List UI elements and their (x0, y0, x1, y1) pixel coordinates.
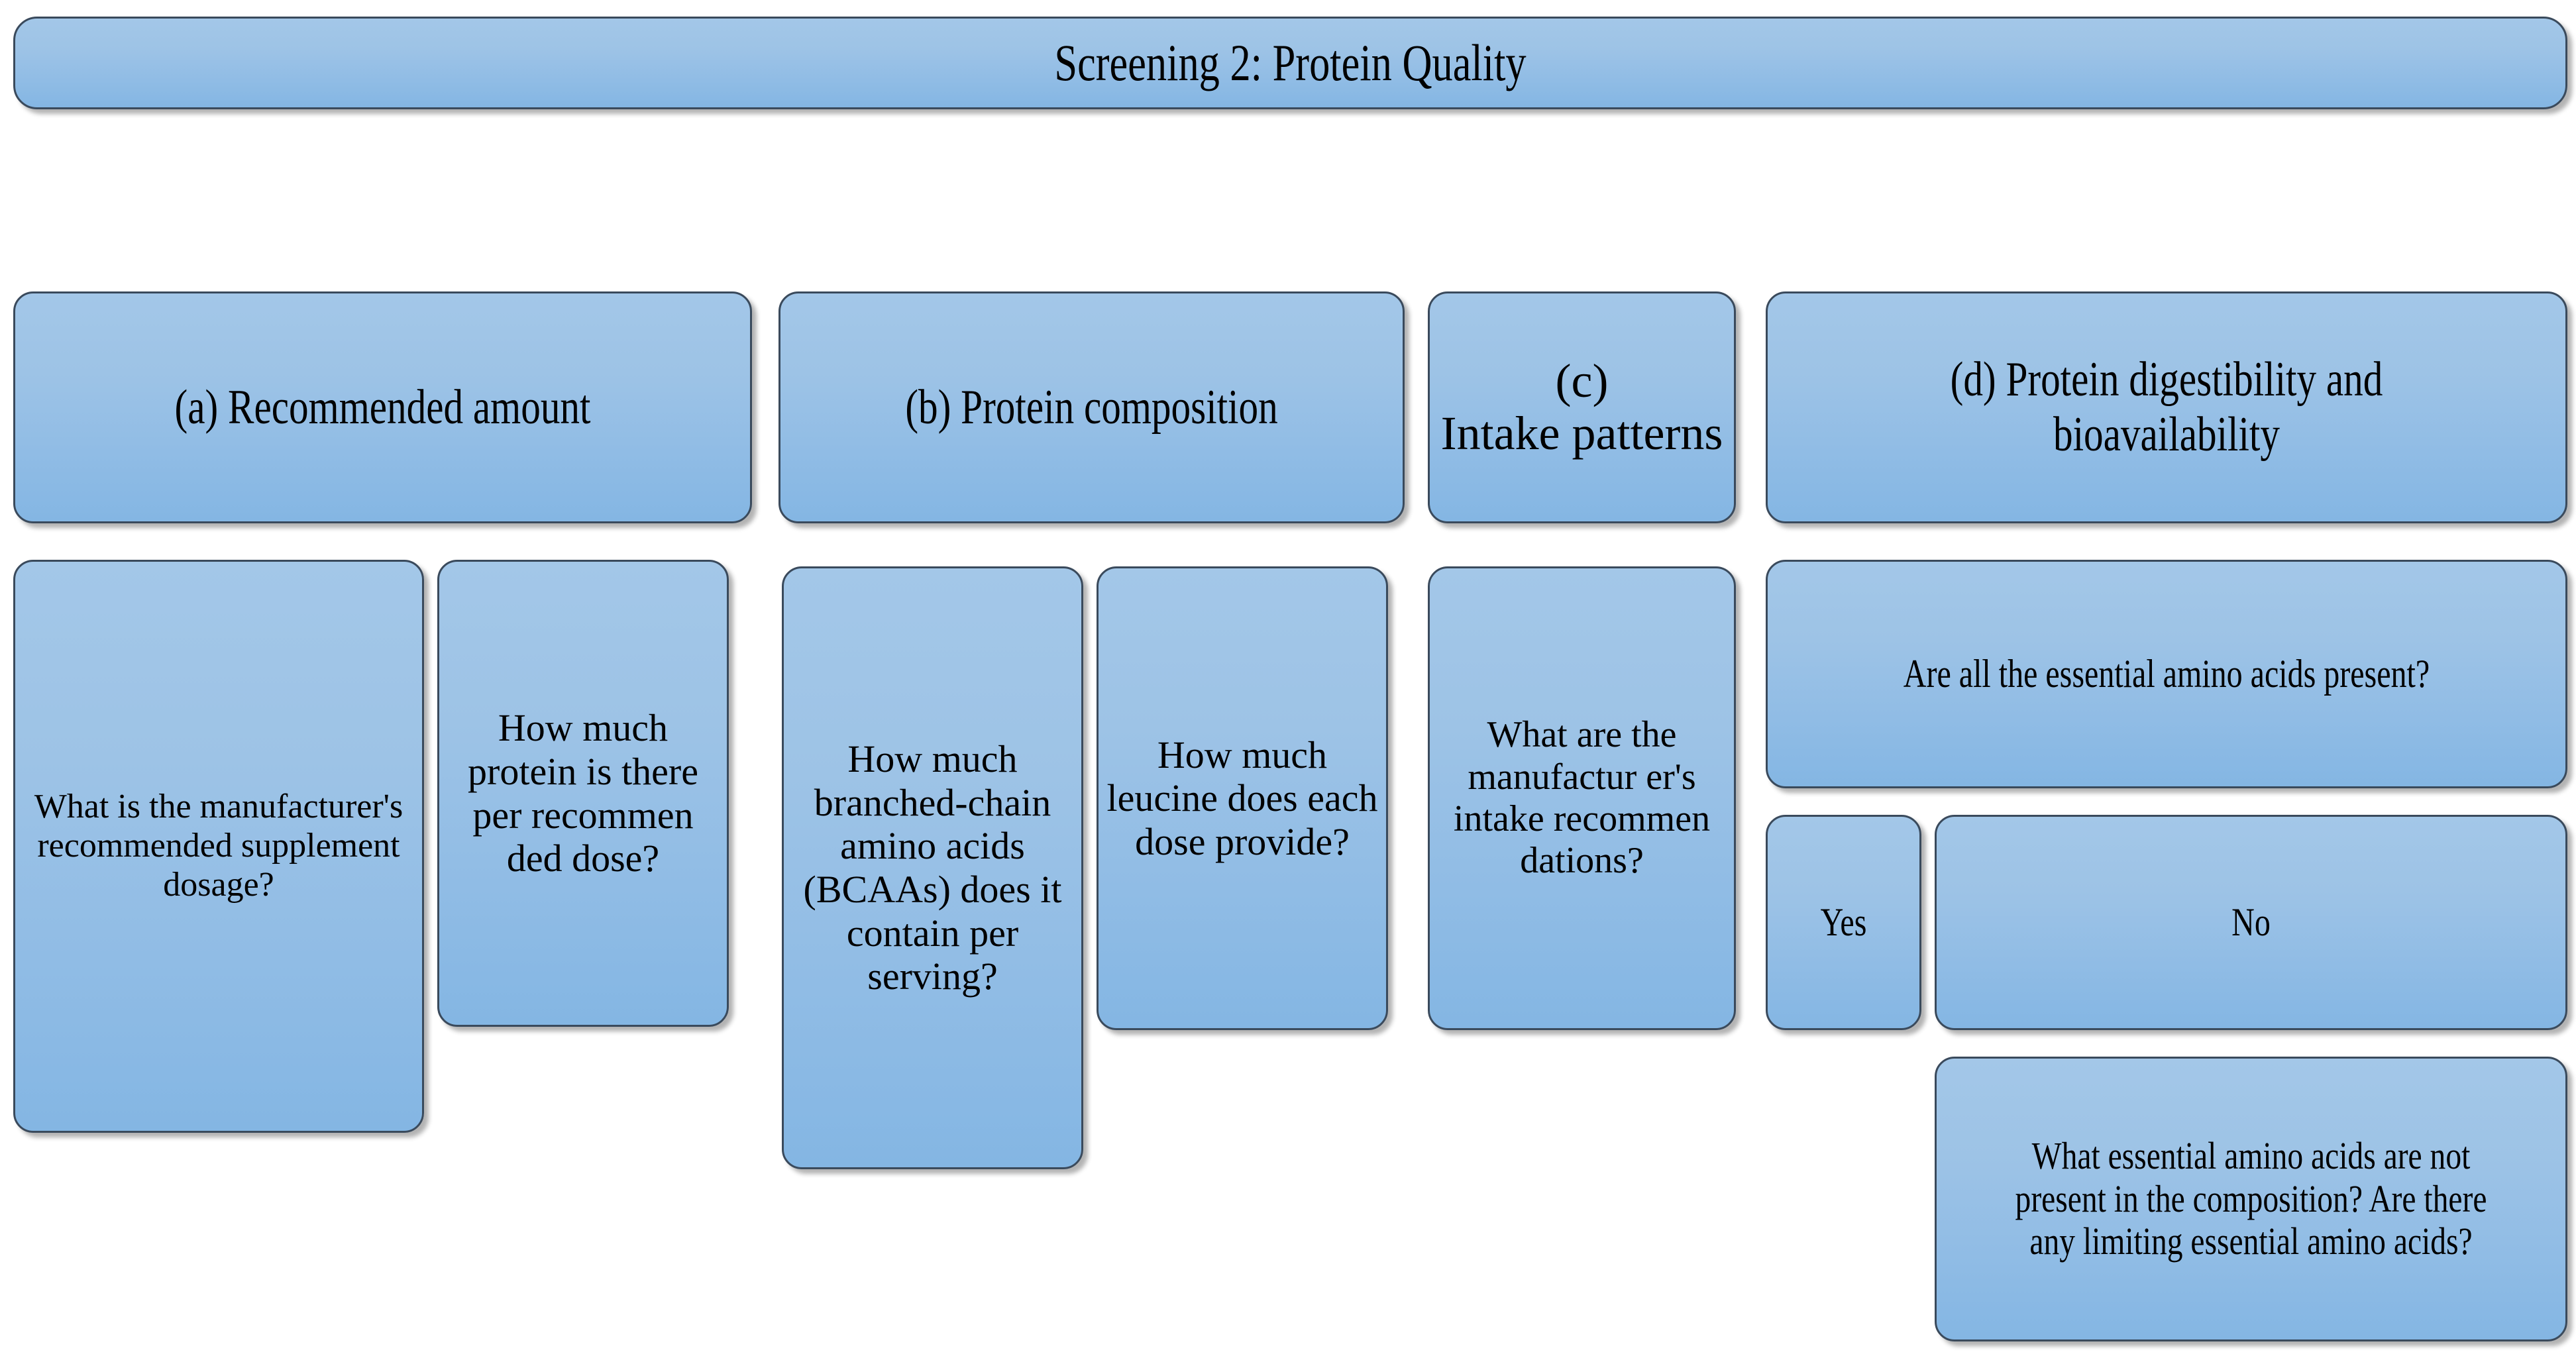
question-text-a2: How much protein is there per recommen d… (468, 706, 698, 880)
category-box-a[interactable]: (a) Recommended amount (13, 291, 752, 523)
category-box-b[interactable]: (b) Protein composition (778, 291, 1405, 523)
category-box-d[interactable]: (d) Protein digestibility and bioavailab… (1766, 291, 2567, 523)
answer-label-yes: Yes (1820, 900, 1867, 944)
question-box-d2[interactable]: What essential amino acids are not prese… (1935, 1057, 2567, 1341)
question-text-d1: Are all the essential amino acids presen… (1903, 651, 2430, 696)
answer-label-no: No (2231, 900, 2271, 944)
category-box-c[interactable]: (c) Intake patterns (1428, 291, 1736, 523)
answer-box-no[interactable]: No (1935, 815, 2567, 1030)
category-label-c: (c) Intake patterns (1440, 354, 1723, 460)
question-text-c1: What are the manufactur er's intake reco… (1453, 714, 1711, 882)
question-box-b1[interactable]: How much branched-chain amino acids (BCA… (782, 566, 1083, 1169)
question-text-a1: What is the manufacturer's recommended s… (34, 788, 403, 904)
diagram-title: Screening 2: Protein Quality (1054, 34, 1527, 92)
question-box-b2[interactable]: How much leucine does each dose provide? (1097, 566, 1388, 1030)
diagram-title-banner: Screening 2: Protein Quality (13, 17, 2567, 109)
question-text-d2: What essential amino acids are not prese… (2015, 1133, 2487, 1263)
category-label-b: (b) Protein composition (905, 380, 1278, 435)
question-box-a2[interactable]: How much protein is there per recommen d… (437, 560, 729, 1027)
answer-box-yes[interactable]: Yes (1766, 815, 1921, 1030)
question-box-a1[interactable]: What is the manufacturer's recommended s… (13, 560, 424, 1133)
category-label-a: (a) Recommended amount (174, 380, 591, 435)
category-label-d: (d) Protein digestibility and bioavailab… (1950, 352, 2383, 462)
question-box-c1[interactable]: What are the manufactur er's intake reco… (1428, 566, 1736, 1030)
question-box-d1[interactable]: Are all the essential amino acids presen… (1766, 560, 2567, 788)
question-text-b2: How much leucine does each dose provide? (1106, 733, 1378, 863)
question-text-b1: How much branched-chain amino acids (BCA… (803, 737, 1062, 998)
